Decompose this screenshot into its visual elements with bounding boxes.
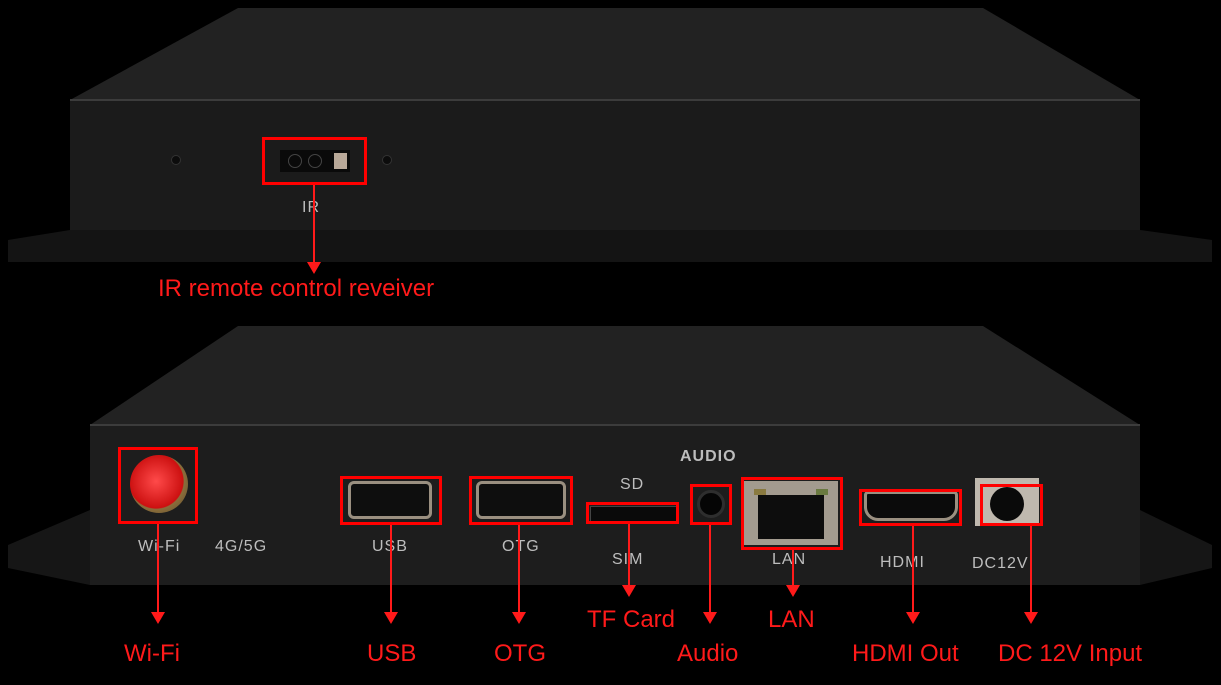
ir-callout-label: IR remote control reveiver	[158, 275, 435, 302]
dc-callout-label: DC 12V Input	[998, 640, 1143, 667]
hdmi-highlight-box	[859, 489, 962, 526]
ir-callout-arrow	[307, 262, 321, 274]
hdmi-callout-arrow	[906, 612, 920, 624]
tf-callout-label: TF Card	[587, 606, 676, 633]
lan-port	[744, 481, 838, 545]
rear-device-view	[0, 320, 1221, 590]
hdmi-callout-line	[912, 526, 914, 614]
dc-silkscreen: DC12V	[972, 555, 1029, 572]
cellular-silkscreen: 4G/5G	[215, 538, 268, 555]
ir-silkscreen: IR	[302, 199, 320, 216]
front-device-view: IR IR remote control reveiver	[0, 0, 1221, 310]
hdmi-callout-label: HDMI Out	[852, 640, 959, 667]
lan-callout-label: LAN	[768, 606, 815, 633]
lan-highlight-box	[741, 477, 843, 550]
usb-highlight-box	[340, 476, 442, 525]
lan-callout-arrow	[786, 585, 800, 597]
wifi-callout-label: Wi-Fi	[124, 640, 180, 667]
front-screw-right	[382, 155, 392, 165]
otg-silkscreen: OTG	[502, 538, 540, 555]
otg-callout-arrow	[512, 612, 526, 624]
otg-callout-line	[518, 525, 520, 614]
otg-highlight-box	[469, 476, 573, 525]
wifi-callout-arrow	[151, 612, 165, 624]
dc-jack	[990, 487, 1024, 521]
hdmi-port	[864, 491, 958, 521]
sd-silkscreen: SD	[620, 476, 645, 493]
device-body-rear	[8, 326, 1212, 585]
otg-port	[476, 481, 566, 519]
usb-callout-line	[390, 525, 392, 614]
wifi-callout-line	[157, 524, 159, 614]
dc-highlight-box	[980, 484, 1043, 526]
usb-port	[348, 481, 432, 519]
usb-callout-arrow	[384, 612, 398, 624]
dc-callout-arrow	[1024, 612, 1038, 624]
tf-highlight-box	[586, 502, 679, 524]
audio-highlight-box	[690, 484, 732, 525]
tf-callout-arrow	[622, 585, 636, 597]
hdmi-silkscreen: HDMI	[880, 554, 925, 571]
audio-silkscreen: AUDIO	[680, 448, 737, 465]
dc-callout-line	[1030, 526, 1032, 614]
sim-silkscreen: SIM	[612, 551, 643, 569]
ir-callout-line	[313, 185, 315, 263]
usb-callout-label: USB	[367, 640, 417, 667]
audio-callout-line	[709, 525, 711, 614]
audio-callout-arrow	[703, 612, 717, 624]
audio-callout-label: Audio	[677, 640, 739, 667]
wifi-silkscreen: Wi-Fi	[138, 538, 181, 555]
front-screw-left	[171, 155, 181, 165]
ir-receiver	[280, 150, 350, 172]
tf-callout-line	[628, 524, 630, 586]
lan-silkscreen: LAN	[772, 551, 807, 568]
ir-highlight-box	[262, 137, 367, 185]
wifi-highlight-box	[118, 447, 198, 524]
lan-callout-line	[792, 550, 794, 586]
usb-silkscreen: USB	[372, 538, 408, 556]
device-body-front	[8, 8, 1212, 262]
wifi-antenna-connector	[130, 455, 188, 513]
audio-jack	[697, 490, 725, 518]
otg-callout-label: OTG	[494, 640, 546, 667]
